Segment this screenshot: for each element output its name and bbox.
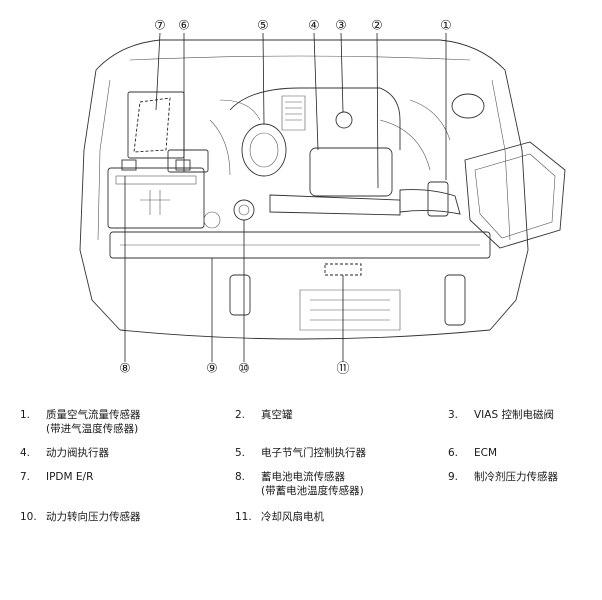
legend-number: 11. <box>235 511 252 523</box>
cooling-fan-motor-marker <box>324 263 362 276</box>
legend-label: 动力阀执行器 <box>46 447 109 459</box>
radiator-support <box>109 231 491 331</box>
legend-label: 制冷剂压力传感器 <box>474 471 558 483</box>
svg-text:⑥: ⑥ <box>178 19 190 34</box>
callout-6: ⑥ <box>177 19 191 34</box>
legend-number: 10. <box>20 511 37 523</box>
callout-5: ⑤ <box>256 19 270 34</box>
legend-number: 4. <box>20 447 31 459</box>
fuse-box <box>127 91 185 159</box>
battery <box>107 159 221 229</box>
air-cleaner-box <box>451 93 566 249</box>
ecm-housing <box>167 149 209 173</box>
svg-text:④: ④ <box>308 19 320 34</box>
svg-text:⑦: ⑦ <box>154 19 166 34</box>
legend-label: 真空罐 <box>261 409 293 421</box>
intake-duct <box>399 181 461 217</box>
callout-8: ⑧ <box>118 362 132 377</box>
engine-block <box>209 87 451 221</box>
legend-label: IPDM E/R <box>46 471 94 483</box>
svg-text:⑪: ⑪ <box>336 362 349 377</box>
legend-label: VIAS 控制电磁阀 <box>474 409 554 421</box>
callout-2: ② <box>370 19 384 34</box>
callout-9: ⑨ <box>205 362 219 377</box>
legend-label-sub: (带蓄电池温度传感器) <box>261 485 364 497</box>
legend-label: 蓄电池电流传感器 <box>261 471 345 483</box>
svg-text:⑨: ⑨ <box>206 362 218 377</box>
callout-1: ① <box>439 19 453 34</box>
legend-number: 1. <box>20 409 31 421</box>
legend-label: ECM <box>474 447 498 459</box>
svg-text:①: ① <box>440 19 452 34</box>
legend-label: 质量空气流量传感器 <box>46 409 141 421</box>
legend-label: 电子节气门控制执行器 <box>261 447 366 459</box>
leader-lines <box>124 32 447 362</box>
engine-bay-outline <box>79 39 529 340</box>
ipdm-er-marker <box>133 97 171 153</box>
svg-text:②: ② <box>371 19 383 34</box>
legend-number: 8. <box>235 471 246 483</box>
legend-number: 5. <box>235 447 246 459</box>
callout-4: ④ <box>307 19 321 34</box>
legend-label-sub: (带进气温度传感器) <box>46 423 139 435</box>
callout-11: ⑪ <box>336 362 350 377</box>
parts-legend: 1. 质量空气流量传感器 (带进气温度传感器) 2. 真空罐 3. VIAS 控制… <box>0 400 602 540</box>
callout-3: ③ <box>334 19 348 34</box>
legend-number: 6. <box>448 447 459 459</box>
svg-text:⑩: ⑩ <box>238 362 250 377</box>
legend-label: 冷却风扇电机 <box>261 511 324 523</box>
svg-text:⑧: ⑧ <box>119 362 131 377</box>
svg-text:⑤: ⑤ <box>257 19 269 34</box>
legend-number: 3. <box>448 409 459 421</box>
svg-text:③: ③ <box>335 19 347 34</box>
legend-label: 动力转向压力传感器 <box>46 511 141 523</box>
legend-number: 2. <box>235 409 246 421</box>
engine-bay-diagram: ① ② ③ ④ ⑤ ⑥ ⑦ ⑧ ⑨ ⑩ ⑪ <box>79 19 566 377</box>
callout-10: ⑩ <box>237 362 251 377</box>
legend-number: 7. <box>20 471 31 483</box>
callout-7: ⑦ <box>153 19 167 34</box>
legend-number: 9. <box>448 471 459 483</box>
